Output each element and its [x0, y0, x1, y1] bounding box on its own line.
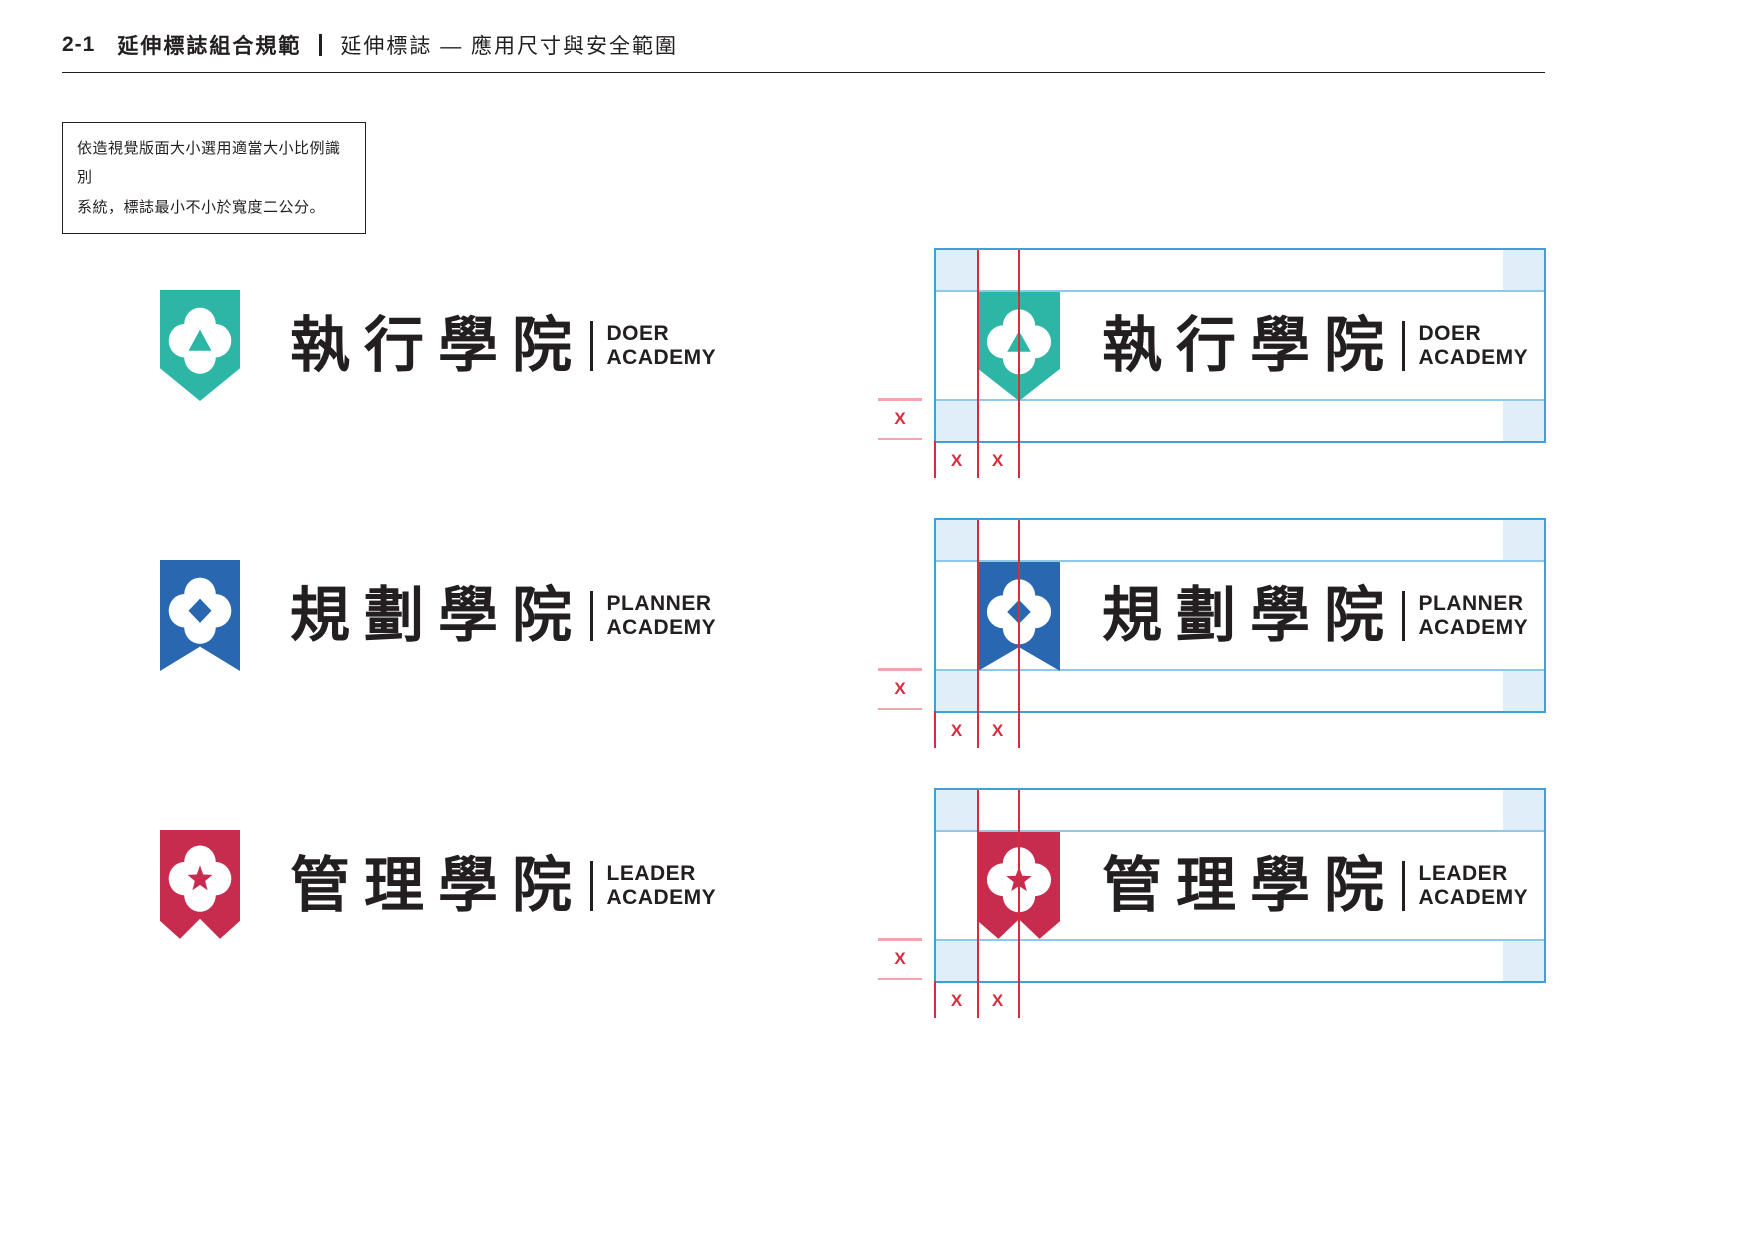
measure-line-badge-left: [977, 520, 979, 748]
lockup-divider: [1402, 320, 1405, 371]
logo-lockup: 執行學院 DOER ACADEMY: [160, 290, 716, 401]
clearspace-corner-bottom-left: [936, 400, 977, 441]
diagram-logo-lockup: 規劃學院 PLANNER ACADEMY: [1080, 561, 1528, 670]
lockup-divider: [590, 590, 593, 641]
academy-en-line1: LEADER: [606, 861, 696, 885]
academy-name-zh: 規劃學院: [290, 581, 586, 649]
clearspace-bottom-line: [936, 669, 1544, 671]
measure-tick: [878, 938, 922, 941]
academy-name-zh: 執行學院: [1102, 311, 1398, 379]
header-divider-bar: [319, 34, 323, 56]
academy-name-en: DOER ACADEMY: [1419, 322, 1529, 369]
note-line-1: 依造視覺版面大小選用適當大小比例識別: [77, 140, 341, 187]
measure-line-badge-left: [977, 790, 979, 1018]
measure-line-badge-center: [1018, 790, 1020, 1018]
page-header: 2-1 延伸標誌組合規範 延伸標誌 — 應用尺寸與安全範圍: [62, 30, 678, 60]
margin-measure: X: [878, 398, 922, 440]
measure-label-x: X: [894, 408, 906, 428]
measure-label-x: X: [950, 721, 963, 740]
clearspace-corner-top-right: [1503, 520, 1544, 561]
section-number: 2-1: [62, 33, 96, 56]
academy-badge-icon: [160, 830, 240, 941]
academy-en-line1: LEADER: [1418, 861, 1508, 885]
measure-line-frame-left: [934, 441, 936, 478]
measure-tick: [878, 707, 922, 710]
margin-measure: X: [878, 938, 922, 980]
clearspace-top-line: [936, 830, 1544, 832]
clearspace-corner-bottom-right: [1503, 940, 1544, 981]
measure-label-x: X: [991, 991, 1004, 1010]
margin-measure: X: [878, 668, 922, 710]
academy-name-en: LEADER ACADEMY: [1419, 862, 1529, 909]
clearspace-corner-bottom-left: [936, 940, 977, 981]
academy-name-en: PLANNER ACADEMY: [607, 592, 717, 639]
lockup-divider: [590, 320, 593, 371]
clearspace-corner-bottom-right: [1503, 670, 1544, 711]
measure-line-badge-center: [1018, 520, 1020, 748]
academy-badge-icon: [160, 560, 240, 671]
measure-tick: [878, 437, 922, 440]
academy-name-en: DOER ACADEMY: [607, 322, 717, 369]
diagram-logo-lockup: 執行學院 DOER ACADEMY: [1080, 291, 1528, 400]
academy-name-en: LEADER ACADEMY: [607, 862, 717, 909]
academy-en-line1: PLANNER: [1418, 591, 1524, 615]
measure-label-x: X: [894, 948, 906, 968]
measure-label-x: X: [950, 991, 963, 1010]
academy-name-zh: 管理學院: [290, 851, 586, 919]
academy-name-en: PLANNER ACADEMY: [1419, 592, 1529, 639]
academy-name-zh: 執行學院: [290, 311, 586, 379]
academy-en-line1: DOER: [606, 321, 670, 345]
logo-lockup: 管理學院 LEADER ACADEMY: [160, 830, 716, 941]
academy-en-line2: ACADEMY: [606, 345, 717, 369]
clearspace-corner-top-left: [936, 250, 977, 291]
diagram-logo-lockup: 管理學院 LEADER ACADEMY: [1080, 831, 1528, 940]
safe-area-diagram: 管理學院 LEADER ACADEMY X X X: [878, 788, 1546, 1018]
lockup-divider: [1402, 860, 1405, 911]
clearspace-corner-top-left: [936, 520, 977, 561]
safe-area-diagram: 執行學院 DOER ACADEMY X X X: [878, 248, 1546, 478]
note-line-2: 系統，標誌最小不小於寬度二公分。: [77, 198, 326, 216]
clearspace-corner-top-left: [936, 790, 977, 831]
measure-label-x: X: [950, 451, 963, 470]
academy-en-line1: PLANNER: [606, 591, 712, 615]
measure-label-x: X: [991, 451, 1004, 470]
measure-line-badge-left: [977, 250, 979, 478]
clearspace-bottom-line: [936, 399, 1544, 401]
lockup-divider: [590, 860, 593, 911]
academy-en-line2: ACADEMY: [1418, 345, 1529, 369]
measure-tick: [878, 977, 922, 980]
academy-en-line2: ACADEMY: [606, 615, 717, 639]
measure-label-x: X: [991, 721, 1004, 740]
clearspace-corner-bottom-right: [1503, 400, 1544, 441]
usage-note-box: 依造視覺版面大小選用適當大小比例識別 系統，標誌最小不小於寬度二公分。: [62, 122, 366, 234]
header-rule: [62, 72, 1545, 73]
measure-label-x: X: [894, 678, 906, 698]
logo-lockup: 規劃學院 PLANNER ACADEMY: [160, 560, 716, 671]
academy-en-line1: DOER: [1418, 321, 1482, 345]
clearspace-bottom-line: [936, 939, 1544, 941]
clearspace-top-line: [936, 290, 1544, 292]
measure-line-frame-left: [934, 981, 936, 1018]
section-title: 延伸標誌組合規範: [117, 35, 302, 58]
clearspace-corner-top-right: [1503, 250, 1544, 291]
lockup-divider: [1402, 590, 1405, 641]
academy-en-line2: ACADEMY: [606, 885, 717, 909]
measure-tick: [878, 668, 922, 671]
clearspace-corner-top-right: [1503, 790, 1544, 831]
clearspace-corner-bottom-left: [936, 670, 977, 711]
academy-name-zh: 規劃學院: [1102, 581, 1398, 649]
clearspace-top-line: [936, 560, 1544, 562]
measure-tick: [878, 398, 922, 401]
academy-badge-icon: [160, 290, 240, 401]
safe-area-diagram: 規劃學院 PLANNER ACADEMY X X X: [878, 518, 1546, 748]
academy-en-line2: ACADEMY: [1418, 885, 1529, 909]
academy-name-zh: 管理學院: [1102, 851, 1398, 919]
academy-en-line2: ACADEMY: [1418, 615, 1529, 639]
measure-line-badge-center: [1018, 250, 1020, 478]
measure-line-frame-left: [934, 711, 936, 748]
section-subtitle: 延伸標誌 — 應用尺寸與安全範圍: [340, 35, 679, 58]
